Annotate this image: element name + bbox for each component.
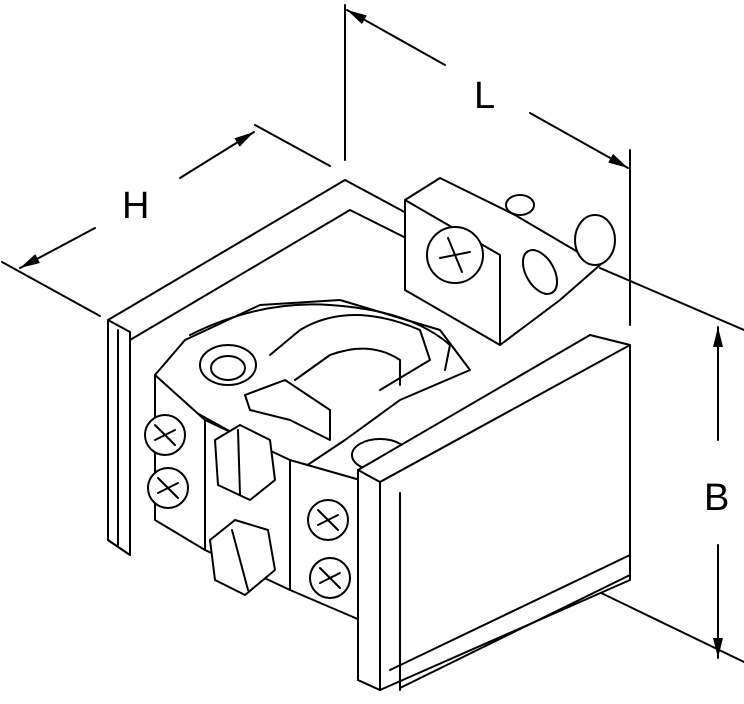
extension-line — [1, 261, 101, 317]
dimension-arrow — [19, 227, 96, 269]
dimension-arrow — [529, 112, 629, 169]
hex-nut-icon — [214, 424, 276, 501]
hex-nut-icon — [209, 519, 276, 596]
bolt-icon — [574, 214, 616, 266]
dimension-h: H — [1, 124, 331, 317]
dimension-l-label: L — [474, 75, 495, 117]
right-end-plate — [357, 334, 631, 691]
dimension-l: L — [344, 4, 631, 326]
screw-icon — [147, 467, 189, 509]
screw-icon — [307, 499, 349, 541]
dimension-b-label: B — [704, 477, 729, 519]
dimension-arrow — [179, 131, 255, 179]
dimension-arrow — [346, 9, 446, 66]
extension-line — [254, 124, 331, 167]
screw-icon — [309, 557, 351, 599]
dimension-b: B — [594, 267, 744, 663]
screw-icon — [144, 414, 186, 456]
screws — [144, 414, 351, 599]
extension-line — [594, 589, 744, 663]
mounting-bracket — [404, 177, 616, 346]
left-end-plate — [107, 179, 411, 556]
extension-line — [599, 267, 744, 331]
dimension-h-label: H — [122, 185, 149, 227]
